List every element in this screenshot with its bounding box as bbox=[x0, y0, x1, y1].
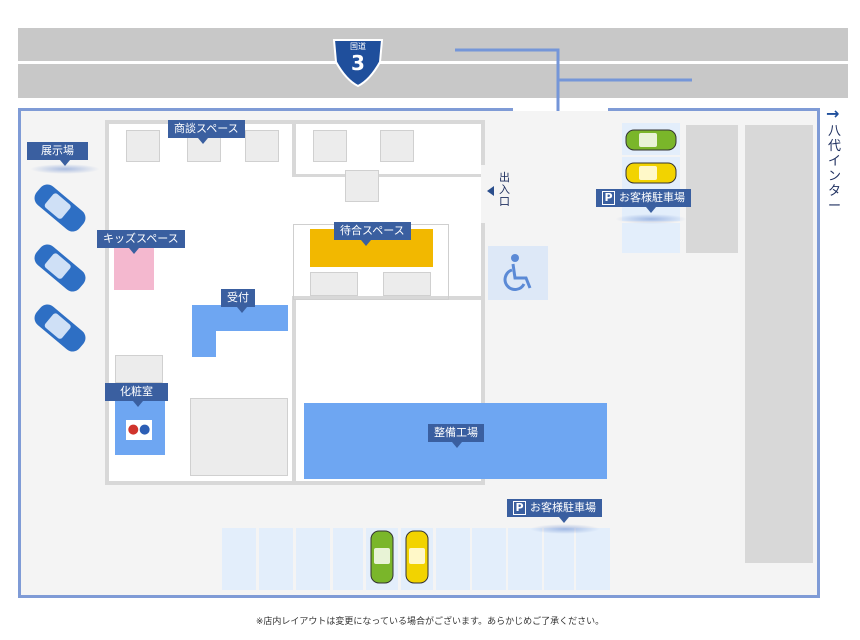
waiting-space-label: 待合スペース bbox=[334, 222, 411, 240]
parking-stall bbox=[576, 528, 610, 590]
parking-stall bbox=[544, 528, 574, 590]
restroom-block bbox=[115, 355, 163, 383]
parking-stall bbox=[436, 528, 470, 590]
interchange-label: 八代インター bbox=[828, 124, 842, 214]
lot-boundary-left-side bbox=[18, 108, 21, 598]
meeting-space-label: 商談スペース bbox=[168, 120, 245, 138]
chair-icon bbox=[245, 130, 279, 162]
car-icon bbox=[28, 238, 92, 298]
reception-label: 受付 bbox=[221, 289, 255, 307]
chair-icon bbox=[345, 170, 379, 202]
parking-right-text: お客様駐車場 bbox=[619, 191, 685, 204]
tag-pointer bbox=[361, 240, 371, 246]
parking-stall bbox=[508, 528, 542, 590]
parking-stall bbox=[296, 528, 330, 590]
restroom-icon: ●● bbox=[126, 420, 152, 440]
car-icon bbox=[625, 128, 677, 156]
parking-bottom-text: お客様駐車場 bbox=[530, 501, 596, 514]
tag-pointer bbox=[237, 307, 247, 313]
tag-pointer bbox=[559, 517, 569, 523]
lot-boundary-right bbox=[608, 108, 820, 111]
tag-pointer bbox=[646, 207, 656, 213]
restroom-label: 化粧室 bbox=[105, 383, 168, 401]
route-number: 3 bbox=[351, 51, 365, 75]
car-icon bbox=[369, 530, 395, 588]
triangle-left-icon bbox=[487, 186, 494, 196]
parking-right-label: P お客様駐車場 bbox=[596, 189, 691, 207]
parking-bottom-label: P お客様駐車場 bbox=[507, 499, 602, 517]
building-inner-wall-h bbox=[292, 296, 485, 300]
car-icon bbox=[28, 178, 92, 238]
parking-stall bbox=[622, 223, 680, 253]
building-inner-wall-mid bbox=[292, 174, 485, 177]
waiting-seat-2 bbox=[383, 272, 431, 296]
entrance-label: 出入口 bbox=[499, 171, 510, 208]
kids-space-label: キッズスペース bbox=[97, 230, 185, 248]
wheelchair-icon bbox=[488, 246, 548, 300]
reception-counter-side bbox=[192, 305, 216, 357]
parking-stall bbox=[259, 528, 293, 590]
building-inner-wall-top bbox=[292, 124, 296, 174]
parking-icon: P bbox=[602, 191, 615, 205]
lot-boundary-left bbox=[18, 108, 513, 111]
parking-icon: P bbox=[513, 501, 526, 515]
tag-shadow bbox=[30, 164, 100, 174]
route-shield-icon: 国道 3 bbox=[330, 36, 386, 88]
right-wall-1 bbox=[686, 125, 738, 253]
building-inner-wall-v bbox=[292, 300, 296, 485]
workshop-label: 整備工場 bbox=[428, 424, 484, 442]
tag-pointer bbox=[198, 138, 208, 144]
arrow-right-icon: → bbox=[826, 104, 840, 123]
chair-icon bbox=[313, 130, 347, 162]
footnote: ※店内レイアウトは変更になっている場合がございます。あらかじめご了承ください。 bbox=[255, 617, 605, 627]
parking-stall bbox=[333, 528, 363, 590]
car-icon bbox=[625, 161, 677, 189]
chair-icon bbox=[380, 130, 414, 162]
road-center-line bbox=[18, 61, 848, 64]
right-wall-2 bbox=[745, 125, 813, 563]
lot-boundary-right-side bbox=[817, 108, 820, 598]
waiting-seat-1 bbox=[310, 272, 358, 296]
route-label: 国道 bbox=[350, 42, 366, 51]
car-icon bbox=[404, 530, 430, 588]
chair-icon bbox=[126, 130, 160, 162]
car-icon bbox=[28, 298, 92, 358]
tag-shadow bbox=[530, 524, 600, 534]
display-area-label: 展示場 bbox=[27, 142, 88, 160]
tag-shadow bbox=[615, 214, 687, 224]
tag-pointer bbox=[133, 401, 143, 407]
lot-boundary-bottom bbox=[18, 595, 820, 598]
tag-pointer bbox=[452, 442, 462, 448]
storage-block bbox=[190, 398, 288, 476]
tag-pointer bbox=[60, 160, 70, 166]
tag-pointer bbox=[129, 248, 139, 254]
parking-stall bbox=[222, 528, 256, 590]
parking-stall bbox=[472, 528, 506, 590]
